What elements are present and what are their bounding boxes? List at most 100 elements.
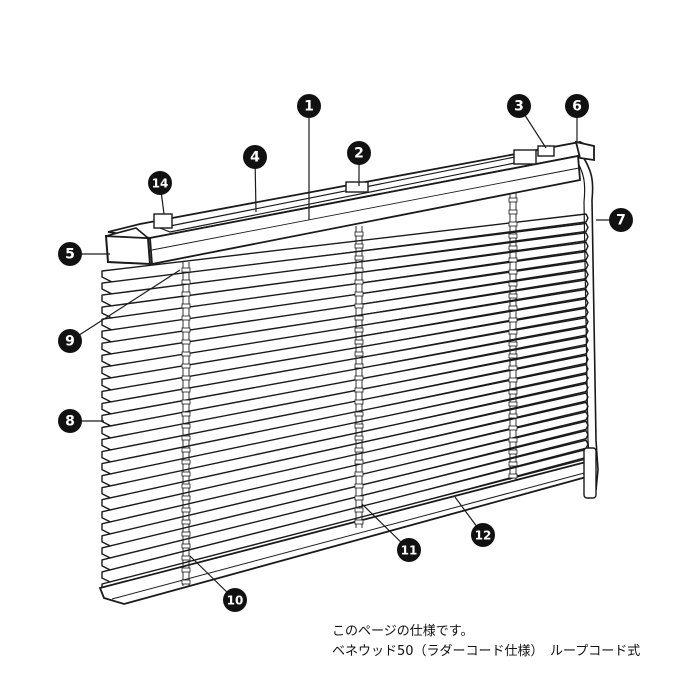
ladder-rung [508,257,518,263]
ladder-rung [508,209,518,215]
callout-9-badge [58,329,82,353]
callout-7: 7 [609,208,633,232]
ladder-rung [508,221,518,227]
ladder-rung [354,375,364,381]
bracket-right [513,149,537,165]
ladder-rung [181,339,191,345]
callout-14-number: 14 [152,177,169,191]
callout-12-badge [471,523,495,547]
ladder-rung [181,351,191,357]
caption-line-1: このページの仕様です。 [332,624,474,639]
ladder-rung [354,231,364,237]
ladder-rung [181,459,191,465]
ladder-rung [508,197,518,203]
callout-9-leader [69,269,181,342]
ladder-rung [181,543,191,549]
cord-pulley [583,447,597,499]
slat [101,241,589,320]
callout-10-number: 10 [227,594,244,608]
ladder-rung [508,281,518,287]
ladder-rung [181,507,191,513]
ladder-rung [508,353,518,359]
ladder-rung [508,389,518,395]
ladder-rung [181,303,191,309]
slats-group [98,213,594,605]
ladder-rung [354,495,364,501]
callout-5-badge [58,242,82,266]
slat [101,364,589,477]
callout-1: 1 [297,94,321,118]
callout-2: 2 [347,141,371,165]
slat [101,213,589,284]
ladder-rung [181,495,191,501]
ladder-rung [354,303,364,309]
bracket-left [153,213,173,229]
callout-6-badge [565,94,589,118]
ladder-rung [508,293,518,299]
ladder-rung [181,267,191,273]
callout-11-badge [397,538,421,562]
ladder-rung [181,399,191,405]
ladder-rung [508,461,518,467]
ladder-rung [181,447,191,453]
callout-9: 9 [58,329,82,353]
callout-8-badge [58,409,82,433]
callout-5: 5 [58,242,82,266]
ladder-rung [354,291,364,297]
callout-7-number: 7 [616,213,626,229]
ladder-rung [508,425,518,431]
ladder-rung [181,519,191,525]
ladder-rung [181,435,191,441]
ladder-rung [181,579,191,585]
callout-4-badge [243,145,267,169]
valance-groove [151,167,580,251]
ladder-rung [508,413,518,419]
ladder-rung [508,329,518,335]
callout-14-badge [148,171,172,195]
ladder-rung [354,339,364,345]
ladder-rung [508,401,518,407]
ladder-rung [508,269,518,275]
slat [101,430,589,561]
ladder-rung [181,423,191,429]
ladder-rung [354,435,364,441]
bottom-rail-edge [111,471,589,600]
ladder-rung [354,447,364,453]
ladder-rung [354,327,364,333]
callout-6-number: 6 [572,99,582,115]
callout-1-badge [297,94,321,118]
ladder-rung [354,423,364,429]
ladder-rung [181,471,191,477]
callout-2-number: 2 [354,146,364,162]
ladder-rung [354,315,364,321]
callout-3-badge [507,94,531,118]
ladder-rung [181,315,191,321]
ladder-rung [354,351,364,357]
ladder-rung [354,399,364,405]
ladder-rung [181,531,191,537]
ladder-rung [181,387,191,393]
callout-3: 3 [507,94,531,118]
callout-10-badge [223,588,247,612]
slat [101,382,589,501]
center-support [345,181,369,193]
ladder-rung [508,437,518,443]
callout-2-badge [347,141,371,165]
ladder-rung [508,377,518,383]
slat [101,232,589,308]
callout-1-number: 1 [304,99,314,115]
ladder-rung [354,483,364,489]
ladder-rung [354,471,364,477]
callout-14: 14 [148,171,172,195]
slat [101,269,589,356]
callout-9-number: 9 [65,334,75,350]
callout-3-number: 3 [514,99,524,115]
ladder-rung [181,483,191,489]
slat [101,401,589,525]
ladder-rung [181,411,191,417]
callout-4-number: 4 [250,150,260,166]
slat [101,392,589,513]
callout-10: 10 [223,588,247,612]
callout-12-number: 12 [475,529,492,543]
